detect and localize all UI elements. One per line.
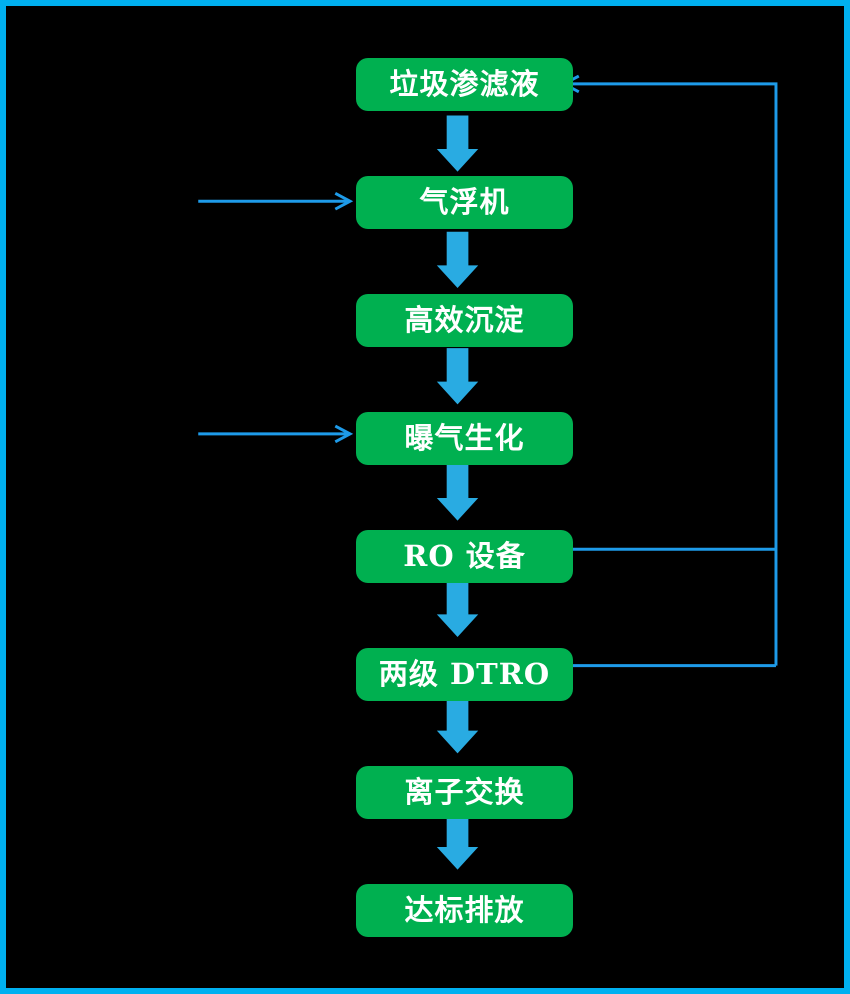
node-label: 垃圾渗滤液 [389,67,540,101]
node-standard-discharge: 达标排放 [356,884,573,937]
node-label: 离子交换 [404,775,525,809]
flow-arrow-air-flotation-to-sedimentation [436,231,479,288]
flow-arrow-aeration-to-ro [436,464,479,521]
node-ro-equipment: RO 设备 [356,530,573,583]
flow-arrow-sedimentation-to-aeration [436,348,479,405]
node-ion-exchange: 离子交换 [356,766,573,819]
node-air-flotation: 气浮机 [356,176,573,229]
node-label: 达标排放 [404,893,525,927]
flow-arrow-ion-exchange-to-discharge [436,813,479,870]
inflow-arrow-left-aeration-biochemical [198,424,354,444]
flow-arrow-dtro-to-ion-exchange [436,697,479,754]
node-label: 高效沉淀 [404,303,525,337]
node-label: 曝气生化 [404,421,525,455]
flow-arrow-leachate-to-air-flotation [436,115,479,172]
recycle-return-arrow-to-leachate [560,74,778,666]
node-label: 两级 DTRO [378,657,551,691]
node-high-efficiency-sedimentation: 高效沉淀 [356,294,573,347]
connector-layer [198,74,778,870]
node-label: RO 设备 [403,539,526,573]
node-landfill-leachate: 垃圾渗滤液 [356,58,573,111]
node-two-stage-dtro: 两级 DTRO [356,648,573,701]
node-aeration-biochemical: 曝气生化 [356,412,573,465]
node-label: 气浮机 [419,185,510,219]
inflow-arrow-left-air-flotation [198,192,354,211]
flow-arrow-ro-to-dtro [436,580,479,637]
